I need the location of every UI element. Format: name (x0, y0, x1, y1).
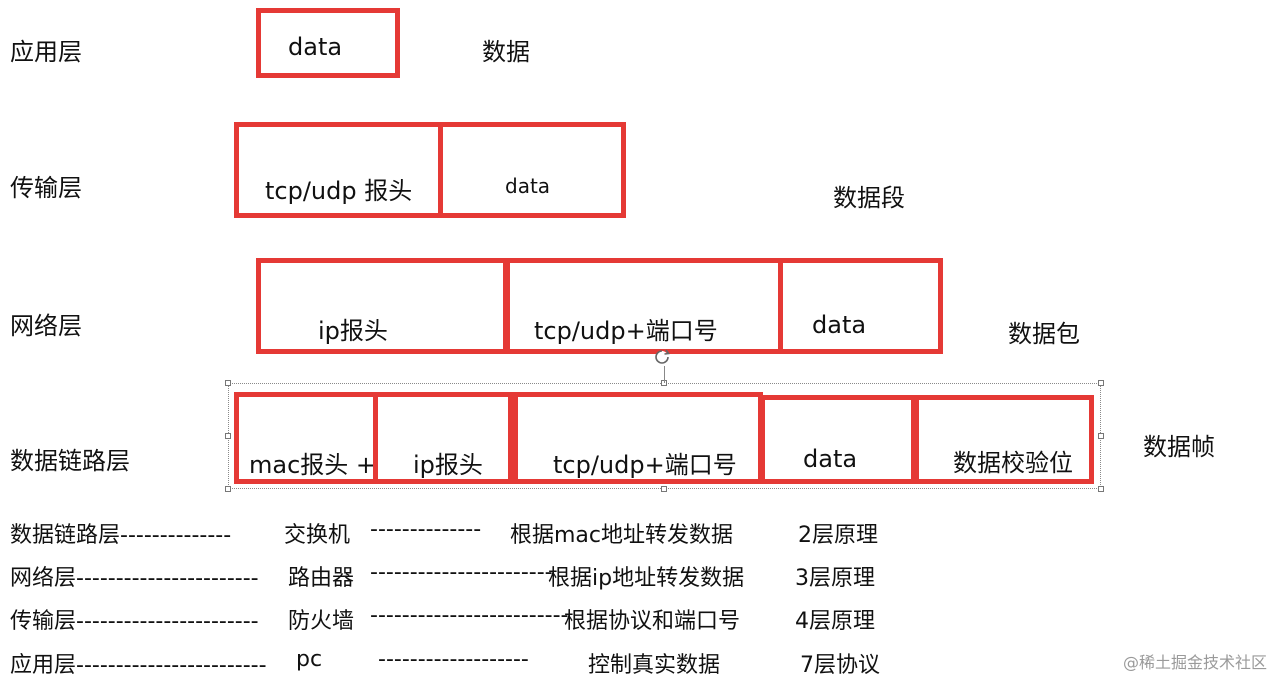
network-tcp-text: tcp/udp+端口号 (534, 317, 718, 345)
datalink-ip-text: ip报头 (413, 451, 483, 479)
selection-handle[interactable] (1098, 380, 1104, 386)
datalink-mac-box: mac报头 + (234, 392, 378, 484)
selection-handle[interactable] (1098, 486, 1104, 492)
datalink-check-box: 数据校验位 (914, 395, 1094, 484)
list-principle: 3层原理 (795, 566, 875, 591)
selection-handle[interactable] (225, 433, 231, 439)
list-principle: 7层协议 (800, 653, 880, 678)
selection-handle[interactable] (225, 380, 231, 386)
datalink-tcp-text: tcp/udp+端口号 (553, 451, 737, 479)
transport-data-text: data (505, 174, 551, 198)
rotate-handle-icon[interactable] (653, 348, 671, 366)
rotate-stem (664, 366, 665, 383)
transport-header-box: tcp/udp 报头 (234, 122, 444, 218)
list-device: 路由器 (288, 566, 355, 591)
list-layer: 传输层----------------------- (10, 609, 259, 634)
transport-data-box: data (438, 122, 626, 218)
list-principle: 2层原理 (798, 523, 878, 548)
network-ip-text: ip报头 (318, 317, 388, 345)
network-data-box: data (778, 258, 943, 354)
selection-handle[interactable] (1098, 433, 1104, 439)
network-data-text: data (812, 311, 867, 339)
selection-handle[interactable] (661, 486, 667, 492)
datalink-data-text: data (803, 445, 858, 473)
label-network-layer: 网络层 (10, 312, 82, 340)
list-dash: ----------------------- (370, 560, 553, 585)
datalink-tcp-box: tcp/udp+端口号 (513, 392, 763, 484)
datalink-data-box: data (760, 395, 916, 484)
list-dash: -------------- (370, 517, 482, 542)
unit-datalink: 数据帧 (1143, 433, 1215, 461)
unit-transport: 数据段 (833, 184, 905, 212)
list-layer: 应用层------------------------ (10, 653, 267, 678)
unit-application: 数据 (482, 38, 530, 66)
list-device: pc (296, 647, 323, 672)
label-datalink-layer: 数据链路层 (10, 447, 130, 475)
list-layer: 网络层----------------------- (10, 566, 259, 591)
list-device: 交换机 (284, 523, 351, 548)
app-data-box: data (256, 8, 400, 78)
list-desc: 控制真实数据 (588, 653, 721, 678)
network-tcp-box: tcp/udp+端口号 (505, 258, 783, 354)
list-desc: 根据协议和端口号 (564, 609, 741, 634)
label-transport-layer: 传输层 (10, 174, 82, 202)
datalink-ip-box: ip报头 (373, 392, 513, 484)
list-desc: 根据ip地址转发数据 (548, 566, 745, 591)
app-data-text: data (288, 33, 343, 61)
list-principle: 4层原理 (795, 609, 875, 634)
transport-header-text: tcp/udp 报头 (265, 177, 413, 205)
list-dash: ------------------------- (370, 603, 569, 628)
datalink-mac-text: mac报头 + (249, 451, 377, 479)
label-application-layer: 应用层 (10, 38, 82, 66)
list-device: 防火墙 (288, 609, 355, 634)
list-desc: 根据mac地址转发数据 (510, 523, 734, 548)
list-dash: ------------------- (378, 647, 529, 672)
watermark: @稀土掘金技术社区 (1122, 653, 1267, 672)
datalink-check-text: 数据校验位 (953, 449, 1073, 477)
network-ip-box: ip报头 (256, 258, 508, 354)
list-layer: 数据链路层-------------- (10, 523, 232, 548)
selection-handle[interactable] (225, 486, 231, 492)
unit-network: 数据包 (1008, 320, 1080, 348)
